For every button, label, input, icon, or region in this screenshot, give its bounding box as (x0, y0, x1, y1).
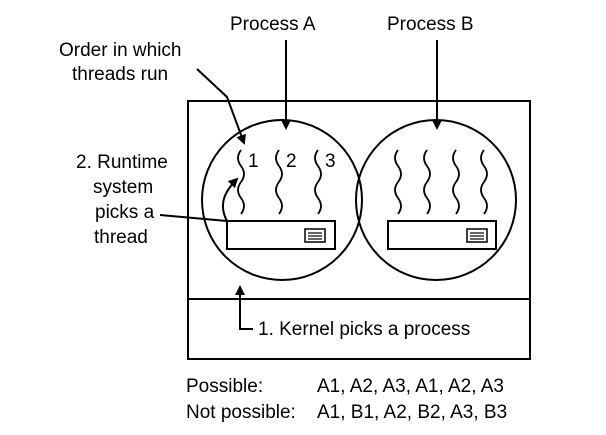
runtime-table-a-icon (304, 228, 326, 243)
process-b-label: Process B (387, 14, 474, 35)
runtime-table-b (387, 220, 497, 250)
thread-number-2: 2 (286, 151, 297, 172)
not-possible-label: Not possible: (186, 402, 296, 423)
thread-b2 (423, 149, 431, 215)
order-label-line1: Order in which (59, 40, 182, 61)
process-b-circle (355, 119, 517, 281)
runtime-label-line1: 2. Runtime (76, 152, 168, 173)
runtime-label-line3: picks a (95, 202, 155, 223)
system-box (187, 100, 531, 360)
runtime-table-a (226, 220, 336, 250)
thread-pick-arrow (221, 177, 239, 222)
thread-number-1: 1 (248, 151, 259, 172)
possible-value: A1, A2, A3, A1, A2, A3 (317, 376, 504, 397)
thread-b1 (394, 149, 402, 215)
order-arrow (196, 68, 246, 145)
thread-a3 (314, 149, 322, 215)
runtime-label-line2: system (93, 177, 153, 198)
order-label-line2: threads run (72, 64, 168, 85)
process-a-circle (201, 119, 363, 281)
kernel-pointer (235, 285, 253, 330)
not-possible-value: A1, B1, A2, B2, A3, B3 (317, 402, 507, 423)
thread-number-3: 3 (325, 151, 336, 172)
runtime-table-b-icon (466, 228, 488, 243)
thread-a2 (275, 149, 283, 215)
runtime-label-line4: thread (94, 227, 148, 248)
thread-b3 (452, 149, 460, 215)
process-a-label: Process A (230, 14, 316, 35)
runtime-pointer (159, 214, 228, 222)
thread-b4 (480, 149, 488, 215)
thread-a1 (237, 149, 245, 215)
possible-label: Possible: (186, 376, 263, 397)
kernel-label: 1. Kernel picks a process (258, 319, 470, 340)
